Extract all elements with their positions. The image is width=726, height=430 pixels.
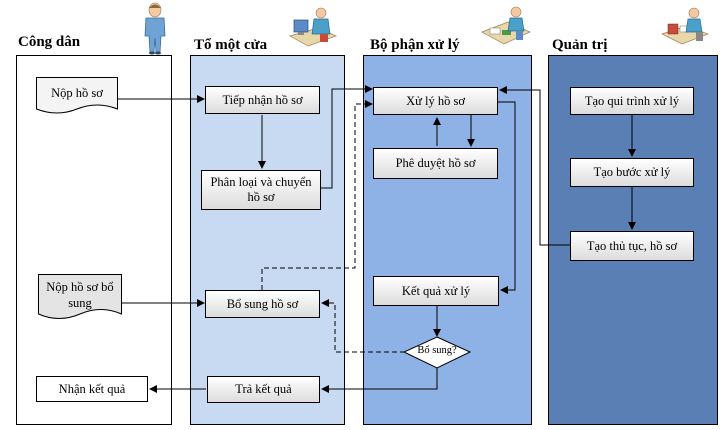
lane-title-processing: Bộ phận xử lý bbox=[370, 37, 460, 53]
lane-title-citizen: Công dân bbox=[18, 34, 81, 50]
box-classify-forward-line1: Phân loại và chuyển bbox=[210, 175, 312, 189]
office-worker-icon bbox=[661, 7, 709, 45]
lane-title-admin: Quản trị bbox=[552, 37, 608, 53]
decision-supplement-label: Bổ sung? bbox=[417, 345, 457, 356]
box-create-step[interactable]: Tạo bước xử lý bbox=[570, 158, 694, 187]
arrow-process-to-result bbox=[498, 101, 516, 294]
box-return-result[interactable]: Trả kết quả bbox=[207, 376, 320, 403]
doc-submit-supplement-line1: Nộp hồ sơ bổ bbox=[46, 280, 114, 294]
standing-person-icon bbox=[144, 2, 166, 55]
box-classify-forward-line2: hồ sơ bbox=[247, 190, 275, 204]
arrow-decision-to-return bbox=[321, 367, 438, 393]
box-create-procedure[interactable]: Tạo thủ tục, hồ sơ bbox=[570, 231, 694, 261]
box-supplement-dossier[interactable]: Bổ sung hồ sơ bbox=[205, 290, 320, 318]
box-receive-result[interactable]: Nhận kết quả bbox=[36, 376, 148, 402]
box-classify-forward[interactable]: Phân loại và chuyển hồ sơ bbox=[201, 170, 321, 210]
office-worker-icon bbox=[289, 7, 337, 47]
lane-processing bbox=[363, 55, 532, 425]
lane-citizen bbox=[16, 55, 172, 425]
supplement-decision-diamond bbox=[402, 336, 472, 369]
office-worker-icon bbox=[481, 6, 531, 45]
doc-submit-supplement[interactable]: Nộp hồ sơ bổ sung bbox=[38, 274, 122, 324]
box-approve-dossier[interactable]: Phê duyệt hồ sơ bbox=[373, 148, 498, 179]
dashed-decision-to-supplement bbox=[321, 299, 405, 353]
box-create-workflow[interactable]: Tạo qui trình xử lý bbox=[570, 87, 694, 115]
doc-submit-dossier[interactable]: Nộp hồ sơ bbox=[36, 77, 118, 117]
box-receive-dossier[interactable]: Tiếp nhận hồ sơ bbox=[205, 86, 320, 114]
dashed-supplement-to-process bbox=[261, 100, 373, 290]
arrow-classify-to-process bbox=[321, 85, 373, 189]
doc-submit-supplement-line2: sung bbox=[68, 296, 92, 310]
box-process-dossier[interactable]: Xử lý hồ sơ bbox=[373, 87, 498, 115]
arrow-procedure-to-process bbox=[499, 86, 570, 246]
doc-submit-dossier-label: Nộp hồ sơ bbox=[51, 86, 103, 100]
box-processing-result[interactable]: Kết quả xử lý bbox=[373, 276, 499, 306]
lane-title-one-stop: Tổ một cửa bbox=[194, 37, 268, 53]
lane-one-stop bbox=[190, 55, 345, 425]
